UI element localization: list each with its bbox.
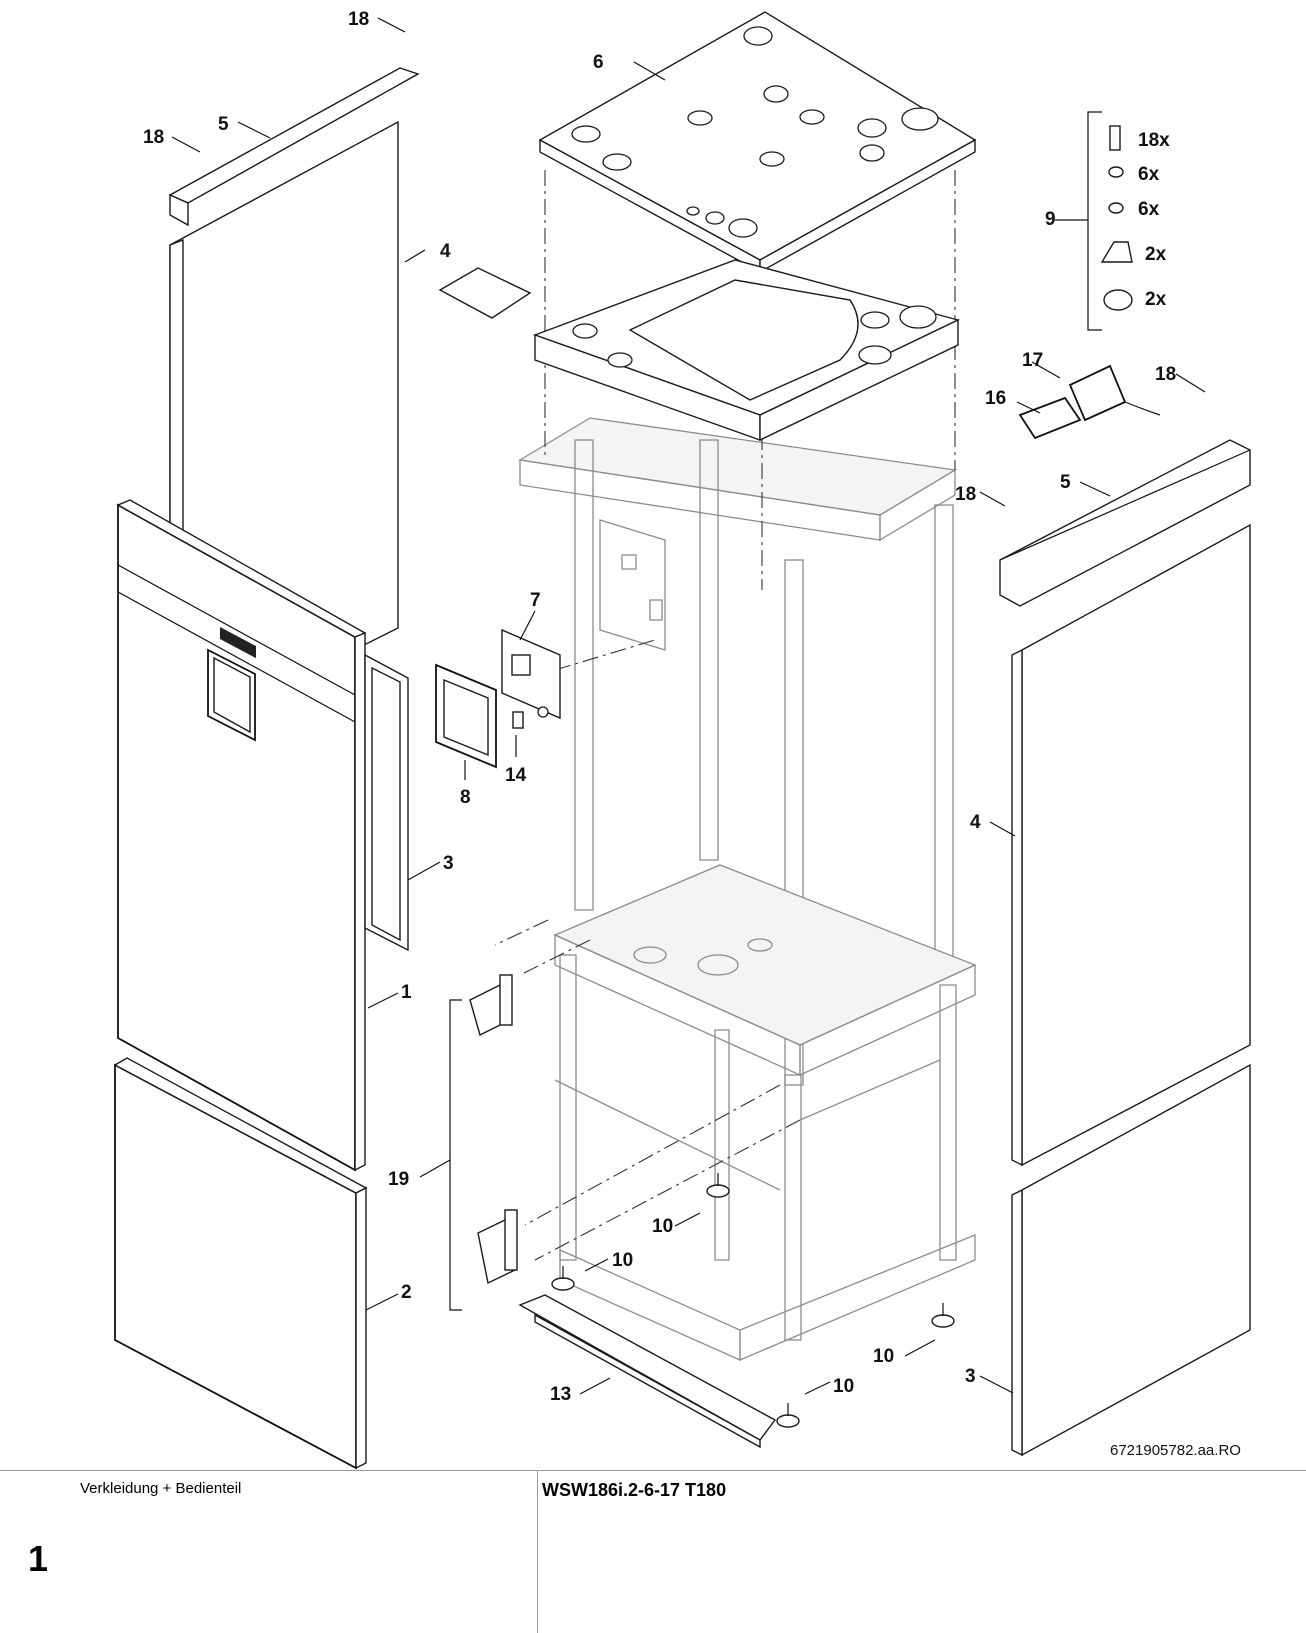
- callout-2: 2: [401, 1282, 412, 1303]
- callout-3-right: 3: [965, 1366, 976, 1387]
- callout-1: 1: [401, 982, 412, 1003]
- callout-numbers: 18 18 5 6 4 7 8 14 3 1 2 19 9 17 16 18 1…: [143, 9, 1176, 1405]
- callout-7: 7: [530, 590, 541, 611]
- qty-clips: 2x: [1145, 244, 1167, 265]
- callout-10-c: 10: [873, 1346, 894, 1367]
- callout-5-right: 5: [1060, 472, 1071, 493]
- callout-3-left: 3: [443, 853, 454, 874]
- module-17: [1068, 364, 1161, 422]
- connector-14: [512, 711, 524, 729]
- bracket-19-upper: [469, 974, 513, 1037]
- callout-18-right: 18: [955, 484, 976, 505]
- cabinet-frame: [518, 417, 977, 1362]
- callout-5-left: 5: [218, 114, 229, 135]
- page-number: 1: [28, 1538, 49, 1579]
- rivet-icon-2: [1108, 202, 1124, 214]
- qty-screws: 18x: [1138, 130, 1170, 151]
- model-designation: WSW186i.2-6-17 T180: [542, 1480, 727, 1500]
- side-panel-left-lower-frame: [364, 653, 409, 952]
- callout-10-b: 10: [612, 1250, 633, 1271]
- rivet-icon: [1108, 166, 1124, 178]
- callout-18-top: 18: [348, 9, 369, 30]
- section-subtitle: Verkleidung + Bedienteil: [80, 1480, 242, 1497]
- callout-10-a: 10: [652, 1216, 673, 1237]
- label-sheet: [438, 267, 532, 319]
- clip-icon: [1100, 241, 1133, 263]
- qty-grommets: 2x: [1145, 289, 1167, 310]
- exploded-parts-diagram: 18 18 5 6 4 7 8 14 3 1 2 19 9 17 16 18 1…: [113, 9, 1251, 1470]
- top-cover: [538, 11, 977, 274]
- qty-rivets-2: 6x: [1138, 199, 1160, 220]
- base-rail-13: [518, 1294, 777, 1449]
- controller-display: [435, 663, 497, 769]
- screw-icon: [1109, 125, 1121, 151]
- top-rail-left: [168, 67, 420, 227]
- callout-8: 8: [460, 787, 471, 808]
- side-panel-right-upper: [1011, 523, 1251, 1167]
- footer: Verkleidung + Bedienteil 1 WSW186i.2-6-1…: [0, 1470, 1306, 1633]
- front-lower-panel: [113, 1057, 368, 1470]
- callout-4-left: 4: [440, 241, 451, 262]
- callout-13: 13: [550, 1384, 571, 1405]
- footer-column-divider: [537, 1470, 538, 1633]
- callout-4-right: 4: [970, 812, 981, 833]
- front-door: [116, 499, 367, 1172]
- callout-16: 16: [985, 388, 1006, 409]
- control-board: [501, 628, 561, 720]
- callout-6: 6: [593, 52, 604, 73]
- callout-14: 14: [505, 765, 527, 786]
- grommet-icon: [1103, 289, 1133, 311]
- callout-10-d: 10: [833, 1376, 854, 1397]
- side-panel-right-lower: [1011, 1063, 1251, 1457]
- callout-18-left: 18: [143, 127, 164, 148]
- top-tray: [532, 259, 961, 442]
- leader-lines: [171, 17, 1206, 1395]
- callout-19: 19: [388, 1169, 409, 1190]
- module-16: [1018, 396, 1082, 440]
- callout-17: 17: [1022, 350, 1043, 371]
- top-rail-right: [999, 439, 1251, 607]
- footer-divider: [0, 1470, 1306, 1471]
- document-number: 6721905782.aa.RO: [1110, 1442, 1241, 1459]
- kit-9-quantities: 18x 6x 6x 2x 2x: [1138, 130, 1170, 310]
- bracket-19-lower: [477, 1209, 518, 1285]
- callout-18-right-top: 18: [1155, 364, 1176, 385]
- qty-rivets: 6x: [1138, 164, 1160, 185]
- feet: [551, 1173, 955, 1428]
- kit-9-bracket: [1055, 111, 1133, 331]
- callout-9: 9: [1045, 209, 1056, 230]
